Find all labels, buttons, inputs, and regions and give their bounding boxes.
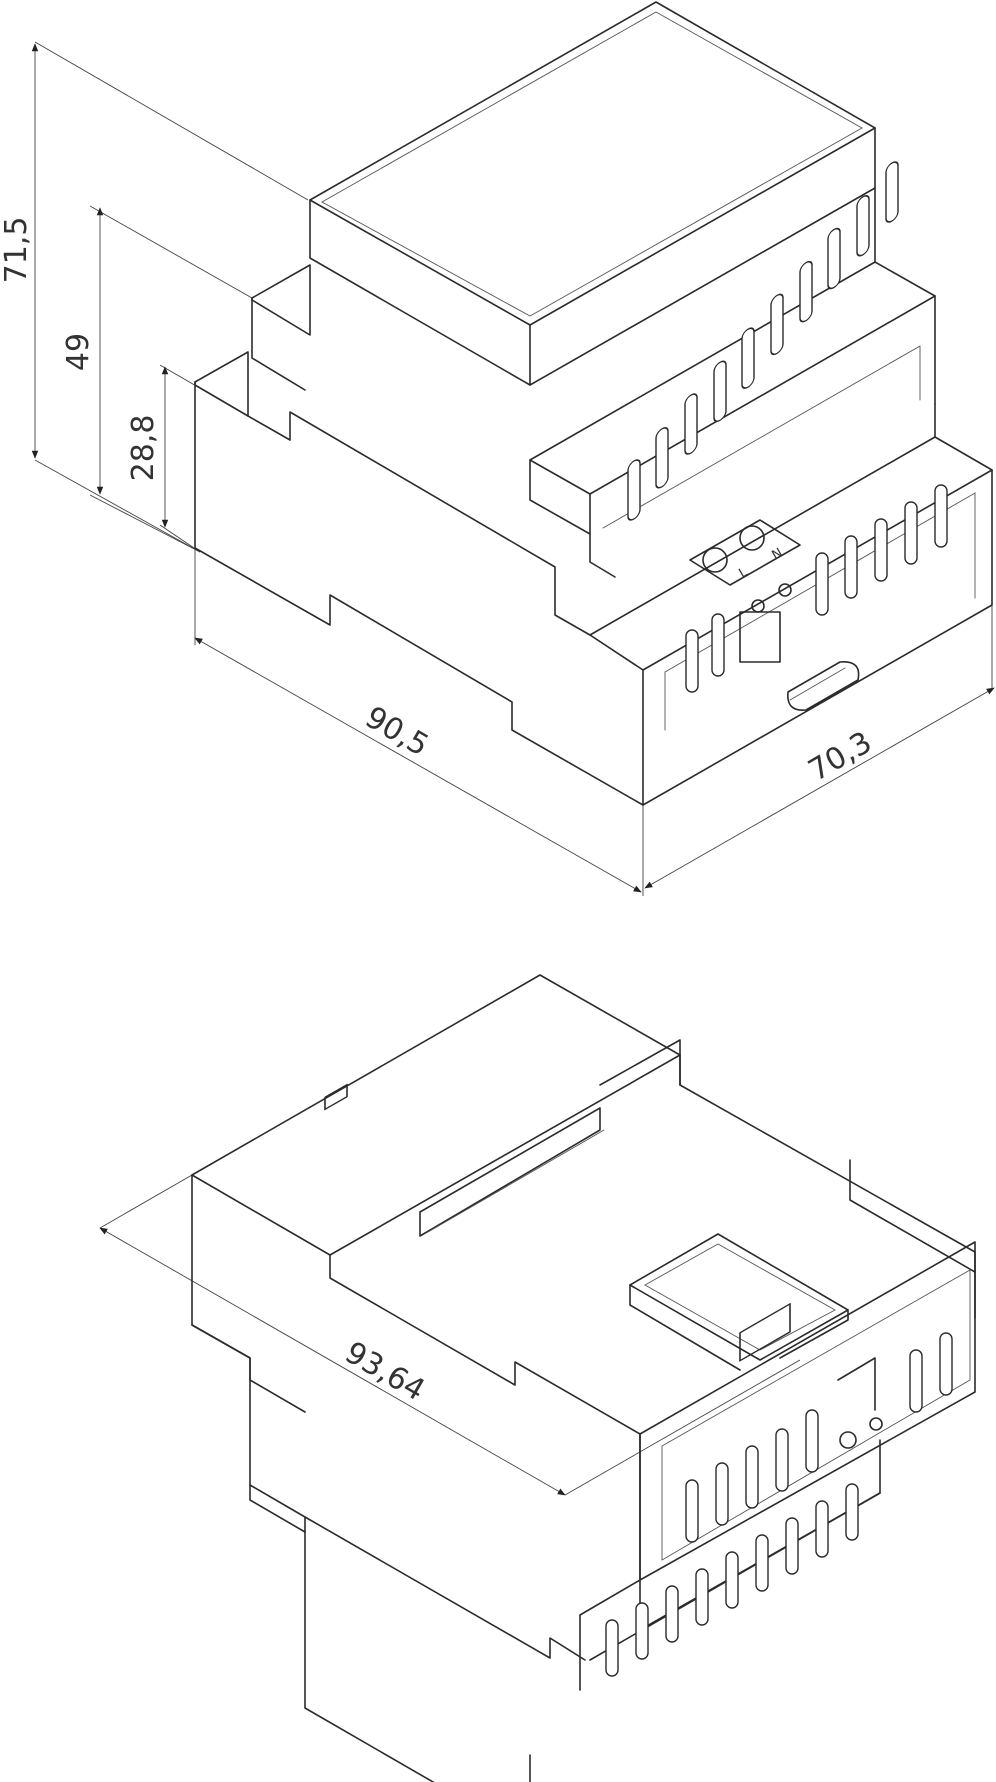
terminal-block: L N <box>689 519 801 663</box>
terminal-screw-l-icon <box>702 547 728 573</box>
rail-channel <box>329 1107 641 1435</box>
bottom-top-face <box>191 974 976 1319</box>
top-extension-lines <box>34 41 993 896</box>
bottom-terminal-screw-icon <box>839 1431 857 1449</box>
dim-length-bottom: 93,64 <box>339 1335 431 1408</box>
top-cover <box>309 1 876 386</box>
bottom-view: 93,64 <box>99 974 976 1782</box>
vent-slots-lower <box>685 484 948 693</box>
top-view: 71,5 49 28,8 90,5 70,3 <box>0 1 995 896</box>
terminal-screw-n-icon <box>739 525 765 551</box>
dim-height-low: 28,8 <box>126 415 161 482</box>
dim-line-bottom <box>99 1227 566 1496</box>
vent-slots-upper <box>627 161 899 521</box>
bottom-main-face <box>191 1174 641 1782</box>
dim-depth: 70,3 <box>803 725 878 789</box>
bottom-clip-housing <box>629 1233 883 1449</box>
dim-height-total: 71,5 <box>0 217 34 284</box>
top-dimension-lines <box>31 43 995 893</box>
din-clip <box>787 661 860 711</box>
dim-height-mid: 49 <box>61 333 96 371</box>
bottom-vent-slots <box>605 1332 953 1677</box>
lower-body <box>194 351 993 806</box>
terminal-label-l: L <box>737 564 751 581</box>
dim-length: 90,5 <box>359 700 434 764</box>
middle-tier <box>251 187 936 578</box>
